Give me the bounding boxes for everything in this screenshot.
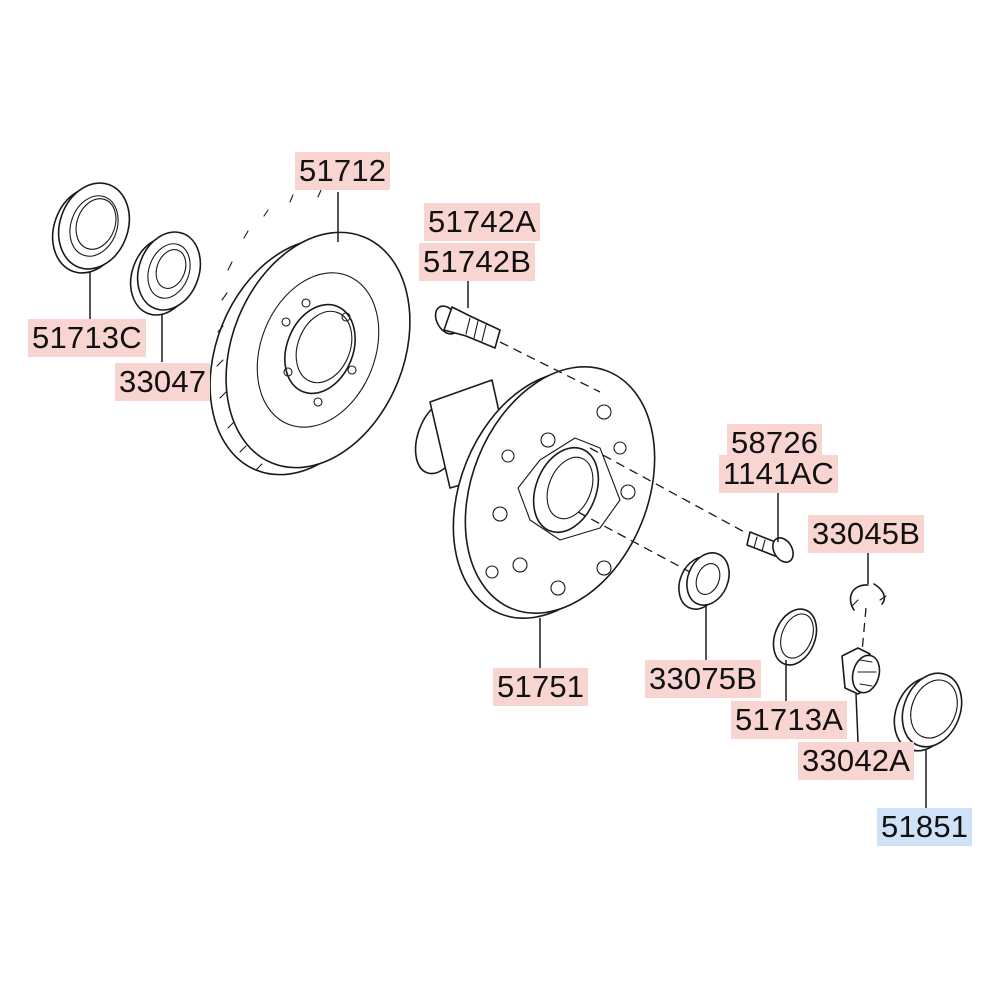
part-label-51742b[interactable]: 51742B xyxy=(419,243,536,281)
part-label-51713a[interactable]: 51713A xyxy=(731,701,848,739)
part-label-51742a[interactable]: 51742A xyxy=(424,203,541,241)
seal-ring-51713a-drawing xyxy=(772,608,818,666)
assembly-line-snap-ring xyxy=(861,607,867,653)
brake-disc-51712-drawing xyxy=(209,189,411,476)
snap-ring-33045b-drawing xyxy=(849,583,887,611)
assembly-line-stud xyxy=(499,341,601,393)
bearing-33075b-drawing xyxy=(678,552,730,610)
assembly-line-bearing xyxy=(577,511,691,573)
bearing-33047-drawing xyxy=(129,231,202,316)
part-label-33042a[interactable]: 33042A xyxy=(798,742,915,780)
part-label-51712[interactable]: 51712 xyxy=(295,152,391,190)
grease-cap-51851-drawing xyxy=(893,672,963,752)
oil-seal-51713c-drawing xyxy=(51,182,131,274)
part-label-1141ac[interactable]: 1141AC xyxy=(719,455,838,493)
lock-nut-33042a-drawing xyxy=(841,647,881,695)
hub-bolt-58726-drawing xyxy=(746,531,794,563)
part-label-33075b[interactable]: 33075B xyxy=(645,660,762,698)
part-label-51851[interactable]: 51851 xyxy=(877,808,973,846)
part-label-33045b[interactable]: 33045B xyxy=(808,515,925,553)
part-label-51713c[interactable]: 51713C xyxy=(28,319,146,357)
wheel-hub-51751-drawing xyxy=(414,366,656,619)
wheel-stud-51742-drawing xyxy=(434,305,501,349)
leader-33042a xyxy=(855,693,859,743)
part-label-51751[interactable]: 51751 xyxy=(493,668,589,706)
part-label-33047[interactable]: 33047 xyxy=(115,363,211,401)
